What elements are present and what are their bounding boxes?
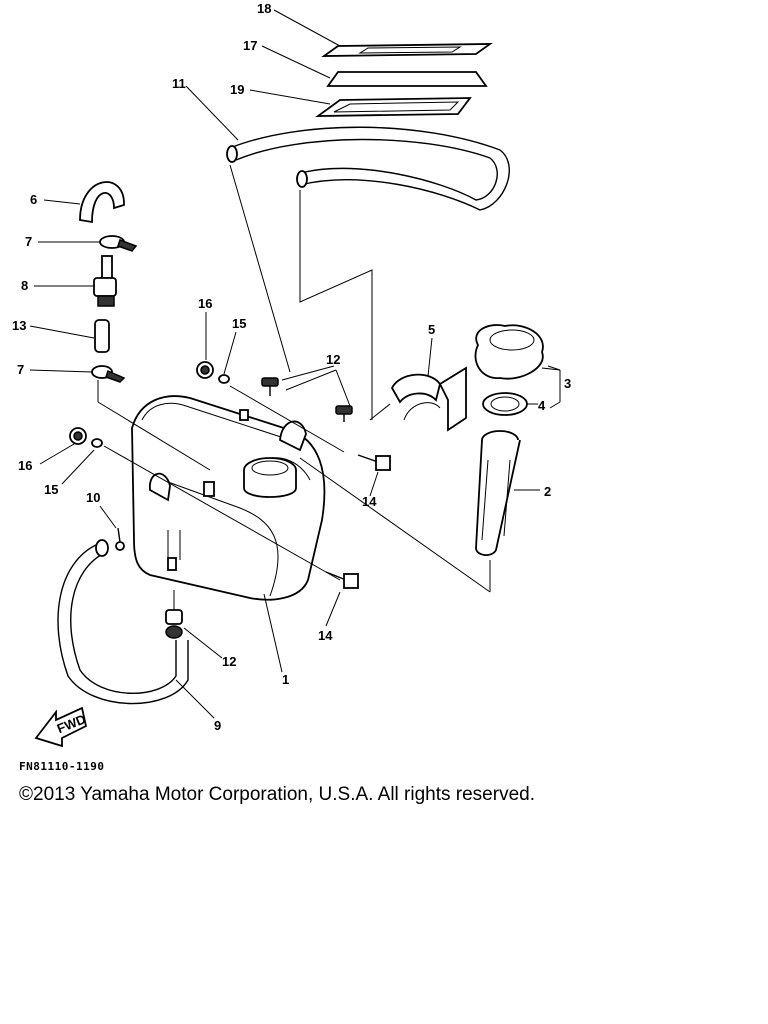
callout-7-upper: 7 (25, 234, 32, 249)
diagram-code: FN81110-1190 (19, 760, 105, 773)
breather-hose (226, 126, 510, 211)
callout-15-lower: 15 (44, 482, 58, 497)
callout-12-lower: 12 (222, 654, 236, 669)
callout-10: 10 (86, 490, 100, 505)
oil-tank (131, 395, 326, 601)
plate-19 (315, 97, 472, 117)
route-lines (229, 164, 373, 420)
callout-6: 6 (30, 192, 37, 207)
callout-17: 17 (243, 38, 257, 53)
cap-3 (474, 324, 544, 380)
bolt-14-upper (357, 454, 391, 471)
leader-lines (97, 369, 491, 610)
hose-9 (57, 539, 189, 705)
gasket-4 (482, 392, 528, 416)
callout-12-upper: 12 (326, 352, 340, 367)
screw-10 (115, 527, 125, 551)
callout-5: 5 (428, 322, 435, 337)
bolt-14-lower (325, 571, 359, 589)
bolt-12-upper-left (261, 377, 279, 396)
callout-16-upper: 16 (198, 296, 212, 311)
copyright-notice: ©2013 Yamaha Motor Corporation, U.S.A. A… (19, 784, 535, 805)
callout-1: 1 (282, 672, 289, 687)
callout-18: 18 (257, 1, 271, 16)
washer-15-lower (91, 438, 103, 448)
washer-15-upper (218, 374, 230, 384)
callout-19: 19 (230, 82, 244, 97)
callout-7-lower: 7 (17, 362, 24, 377)
callout-numbers: 18 17 19 11 6 7 8 13 7 16 15 12 5 3 4 2 … (12, 1, 571, 733)
valve-8 (93, 255, 117, 307)
plate-18 (321, 43, 493, 57)
parts-diagram: FWD 18 17 19 11 6 7 (12, 1, 571, 748)
pipe-13 (94, 319, 110, 353)
callout-13: 13 (12, 318, 26, 333)
hose-6 (79, 181, 125, 224)
callout-8: 8 (21, 278, 28, 293)
filler-pipe-2 (475, 430, 521, 556)
nut-16-lower (69, 427, 87, 445)
callout-14-lower: 14 (318, 628, 333, 643)
callout-4: 4 (538, 398, 546, 413)
clamp-7-lower (91, 365, 126, 383)
bolt-12-upper-right (335, 405, 353, 422)
callout-11: 11 (172, 76, 186, 91)
callout-14-upper: 14 (362, 494, 377, 509)
callout-16-lower: 16 (18, 458, 32, 473)
callout-leaders (29, 9, 561, 719)
band-5 (390, 366, 467, 432)
callout-2: 2 (544, 484, 551, 499)
bolt-12-lower (165, 609, 183, 639)
callout-15-upper: 15 (232, 316, 246, 331)
plate-17 (326, 71, 488, 87)
clamp-7-upper (99, 235, 138, 252)
nut-16-upper (196, 361, 214, 379)
callout-9: 9 (214, 718, 221, 733)
fwd-arrow: FWD (34, 706, 88, 748)
callout-3: 3 (564, 376, 571, 391)
